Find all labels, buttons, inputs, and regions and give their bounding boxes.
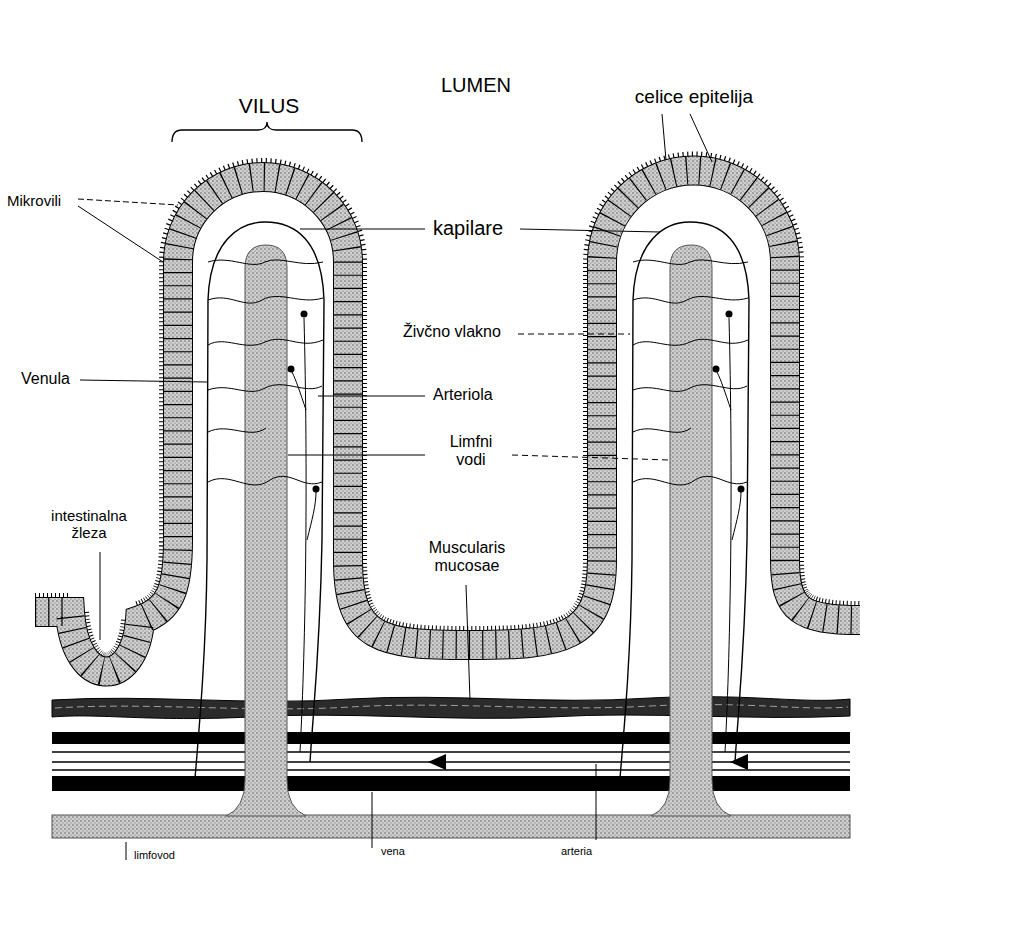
muscle-fibres xyxy=(55,705,848,709)
leader-line xyxy=(662,114,666,160)
leader-line xyxy=(78,206,163,262)
epithelium xyxy=(35,170,860,671)
vessel-label: arteria xyxy=(560,845,593,858)
lacteal xyxy=(651,245,731,816)
leader-line xyxy=(78,199,178,205)
structure-title: VILUS xyxy=(222,94,316,118)
capillary xyxy=(208,428,266,432)
nerve-fibre xyxy=(300,318,306,752)
epithelial-cell-borders xyxy=(35,170,860,671)
leader-line xyxy=(372,792,373,848)
villus-vessels xyxy=(195,222,324,778)
part-label: Arteriola xyxy=(432,386,494,404)
muscularis-mucosae xyxy=(52,697,850,719)
venule xyxy=(195,222,265,778)
leader-line xyxy=(596,764,597,840)
nerve-ending xyxy=(313,486,320,493)
vessel-label: limfovod xyxy=(133,849,176,862)
arteriole xyxy=(265,222,324,762)
leader-line xyxy=(690,114,712,162)
leader-line xyxy=(288,455,425,456)
leader-line xyxy=(80,380,207,382)
part-label: Muscularis mucosae xyxy=(404,539,530,576)
capillary xyxy=(208,296,323,303)
leader-line xyxy=(300,229,425,230)
part-label: Mikrovili xyxy=(6,192,62,209)
vessel-line xyxy=(52,769,850,771)
capillary xyxy=(208,339,323,345)
leader-line xyxy=(100,552,101,640)
vilus-bracket xyxy=(172,122,362,142)
vein-band xyxy=(52,732,850,744)
lymph-band xyxy=(52,815,850,838)
lacteal xyxy=(226,245,306,816)
part-label: Živčno vlakno xyxy=(402,323,502,341)
region-label: LUMEN xyxy=(425,74,527,97)
leader-line xyxy=(126,842,127,860)
leader-line xyxy=(520,229,660,232)
nerve-ending xyxy=(288,366,295,373)
leader-line xyxy=(466,585,470,700)
leader-line xyxy=(318,396,425,397)
leader-line xyxy=(512,455,669,460)
flow-arrowhead xyxy=(730,754,748,770)
vein-band xyxy=(52,776,850,791)
flow-arrowhead xyxy=(428,754,446,770)
nerve-fibre xyxy=(292,372,306,410)
villus-vessels xyxy=(620,222,749,778)
nerve-ending xyxy=(301,311,308,318)
part-label: Limfni vodi xyxy=(432,433,510,470)
leader-lines xyxy=(78,114,712,860)
part-label: Venula xyxy=(20,370,71,388)
leader-line xyxy=(518,334,630,335)
part-label: celice epitelija xyxy=(598,86,790,108)
lamina-propria xyxy=(35,170,860,700)
vessel-line xyxy=(52,751,850,753)
part-label: kapilare xyxy=(432,217,504,240)
part-label: intestinalna žleza xyxy=(36,507,142,542)
epithelium-outline xyxy=(35,170,860,671)
capillary xyxy=(208,476,322,485)
vessel-label: vena xyxy=(380,845,406,858)
capillary xyxy=(208,260,323,265)
nerve-fibre xyxy=(307,492,316,540)
